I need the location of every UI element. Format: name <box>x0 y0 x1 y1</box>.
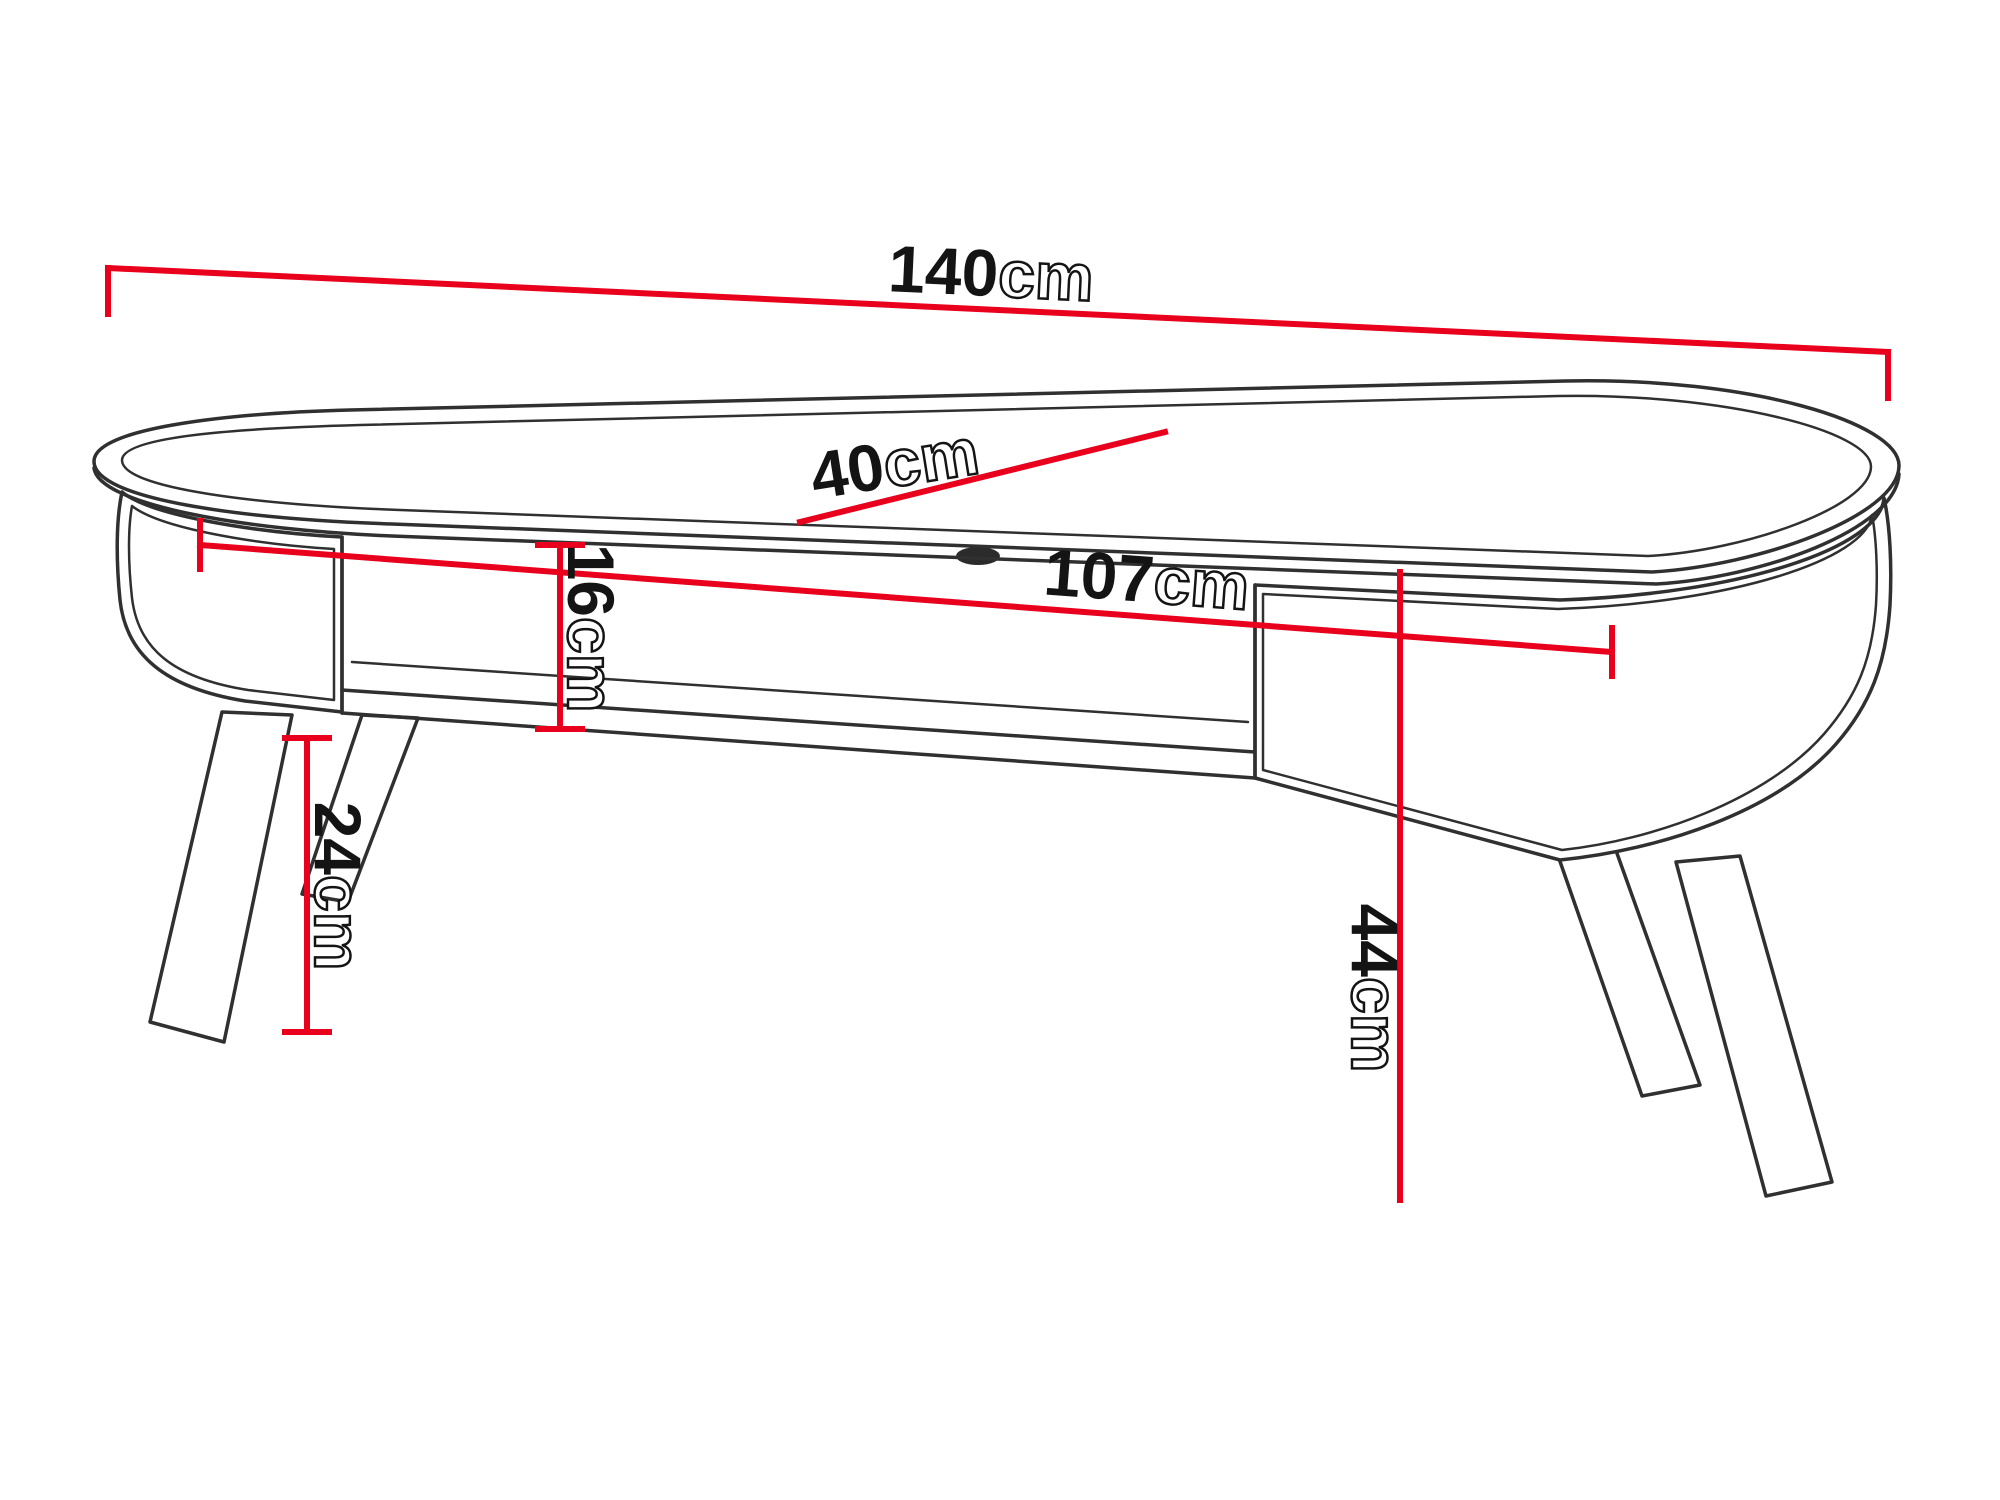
inner-width-value: 107 <box>1041 534 1156 616</box>
depth-dimension-line <box>796 428 1169 526</box>
leg-height-unit: cm <box>301 875 375 970</box>
width-value: 140 <box>887 231 1000 310</box>
inner-width-dimension-label: 107cm <box>1041 534 1251 623</box>
right-fluted-panel <box>1253 496 1893 862</box>
shelf-front-edge <box>340 688 1257 754</box>
inner-width-unit: cm <box>1151 543 1252 624</box>
left-fluted-slats <box>127 504 336 702</box>
width-dimension-line <box>104 264 1892 356</box>
dimension-labels: 140cm 40cm 107cm 16cm 24cm 44cm <box>300 231 1414 1073</box>
leg-height-dimension-label: 24cm <box>301 802 375 971</box>
left-fluted-panel <box>115 490 344 714</box>
furniture-drawing <box>92 379 1901 1198</box>
dimension-lines <box>104 264 1892 1203</box>
niche-height-value: 16 <box>554 544 628 617</box>
dimension-width <box>104 264 1892 401</box>
left-panel-outline <box>115 490 344 714</box>
niche-height-unit: cm <box>554 617 628 712</box>
dimension-inner-width <box>196 518 1616 679</box>
right-fluted-slats <box>1261 513 1879 852</box>
dimension-leg-height <box>282 735 332 1035</box>
width-dimension-label: 140cm <box>887 231 1096 315</box>
niche-height-dimension-label: 16cm <box>554 544 628 713</box>
tabletop-inner-edge <box>120 394 1873 558</box>
tabletop-side-lip <box>92 466 1901 586</box>
front-right-leg <box>1674 854 1834 1198</box>
front-left-leg <box>148 710 294 1044</box>
depth-value: 40 <box>805 428 889 513</box>
total-height-dimension-label: 44cm <box>1338 904 1412 1073</box>
depth-dimension-label: 40cm <box>805 414 983 513</box>
dimension-niche-height <box>535 542 585 732</box>
depth-unit: cm <box>878 414 984 502</box>
bottom-rail-edge <box>340 711 1257 780</box>
inner-width-dimension-line <box>196 541 1616 656</box>
back-panel-bottom-edge <box>350 660 1250 724</box>
width-unit: cm <box>997 236 1096 314</box>
open-compartment <box>340 535 1257 780</box>
dimension-depth <box>796 428 1169 526</box>
total-height-unit: cm <box>1338 977 1412 1072</box>
back-right-leg <box>1554 843 1702 1098</box>
cable-hole <box>956 547 1000 565</box>
total-height-value: 44 <box>1338 904 1412 978</box>
leg-height-value: 24 <box>301 802 375 876</box>
